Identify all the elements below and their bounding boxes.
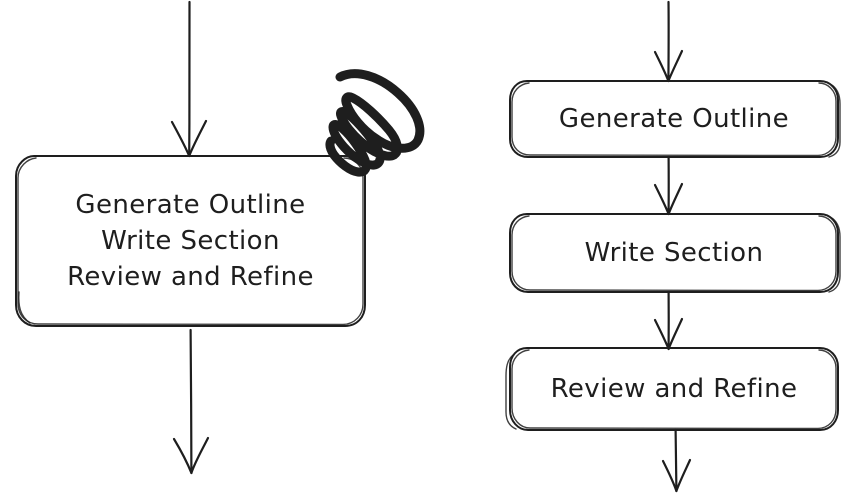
right-incoming-arrow [653,0,684,83]
left-merged-node-box[interactable] [15,155,366,327]
right-connector-arrow-2 [653,290,684,351]
right-node-1-box[interactable] [509,80,841,158]
left-incoming-arrow [170,0,208,158]
right-connector-arrow-1 [653,155,684,216]
scribble-annotation [325,69,425,177]
right-node-3-box[interactable] [505,347,839,431]
left-outgoing-arrow [172,328,210,475]
right-outgoing-arrow [661,428,692,493]
right-node-2-box[interactable] [509,213,841,293]
